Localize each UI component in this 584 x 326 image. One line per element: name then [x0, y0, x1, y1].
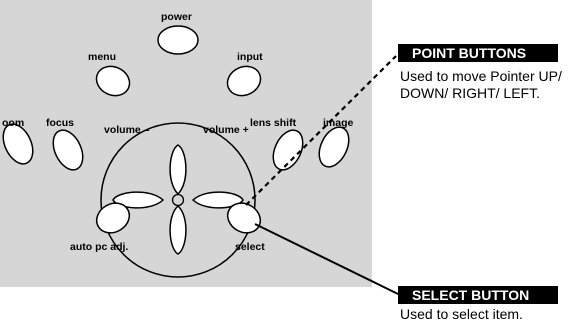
- lens-shift-button[interactable]: [267, 125, 308, 174]
- focus-label: focus: [46, 117, 75, 129]
- zoom-label: oom: [2, 117, 25, 129]
- input-button[interactable]: [223, 61, 266, 101]
- focus-button[interactable]: [47, 125, 88, 174]
- volume-minus-label: volume –: [104, 124, 150, 136]
- input-label: input: [237, 51, 263, 63]
- select-button-title: SELECT BUTTON: [398, 286, 558, 304]
- zoom-button[interactable]: [0, 119, 39, 168]
- auto-pc-adj-label: auto pc adj.: [70, 241, 129, 253]
- menu-label: menu: [88, 51, 117, 63]
- point-buttons-description: Used to move Pointer UP/ DOWN/ RIGHT/ LE…: [400, 68, 562, 101]
- lens-shift-label: lens shift: [250, 117, 297, 129]
- power-label: power: [161, 11, 192, 23]
- point-down-button[interactable]: [169, 204, 187, 255]
- select-button-leader-line: [254, 223, 399, 295]
- power-button[interactable]: [157, 25, 199, 55]
- point-up-button[interactable]: [169, 144, 187, 196]
- pointer-center-dot: [171, 193, 185, 207]
- volume-plus-label: volume +: [203, 124, 249, 136]
- image-button[interactable]: [313, 122, 354, 171]
- auto-pc-adj-button[interactable]: [91, 197, 134, 238]
- image-label: image: [323, 117, 354, 129]
- point-buttons-title: POINT BUTTONS: [398, 44, 558, 62]
- select-label: select: [235, 241, 265, 253]
- point-buttons-leader-line: [245, 55, 397, 206]
- pointer-pad-circle: [100, 122, 256, 278]
- select-button-description: Used to select item.: [400, 306, 523, 322]
- menu-button[interactable]: [92, 61, 135, 101]
